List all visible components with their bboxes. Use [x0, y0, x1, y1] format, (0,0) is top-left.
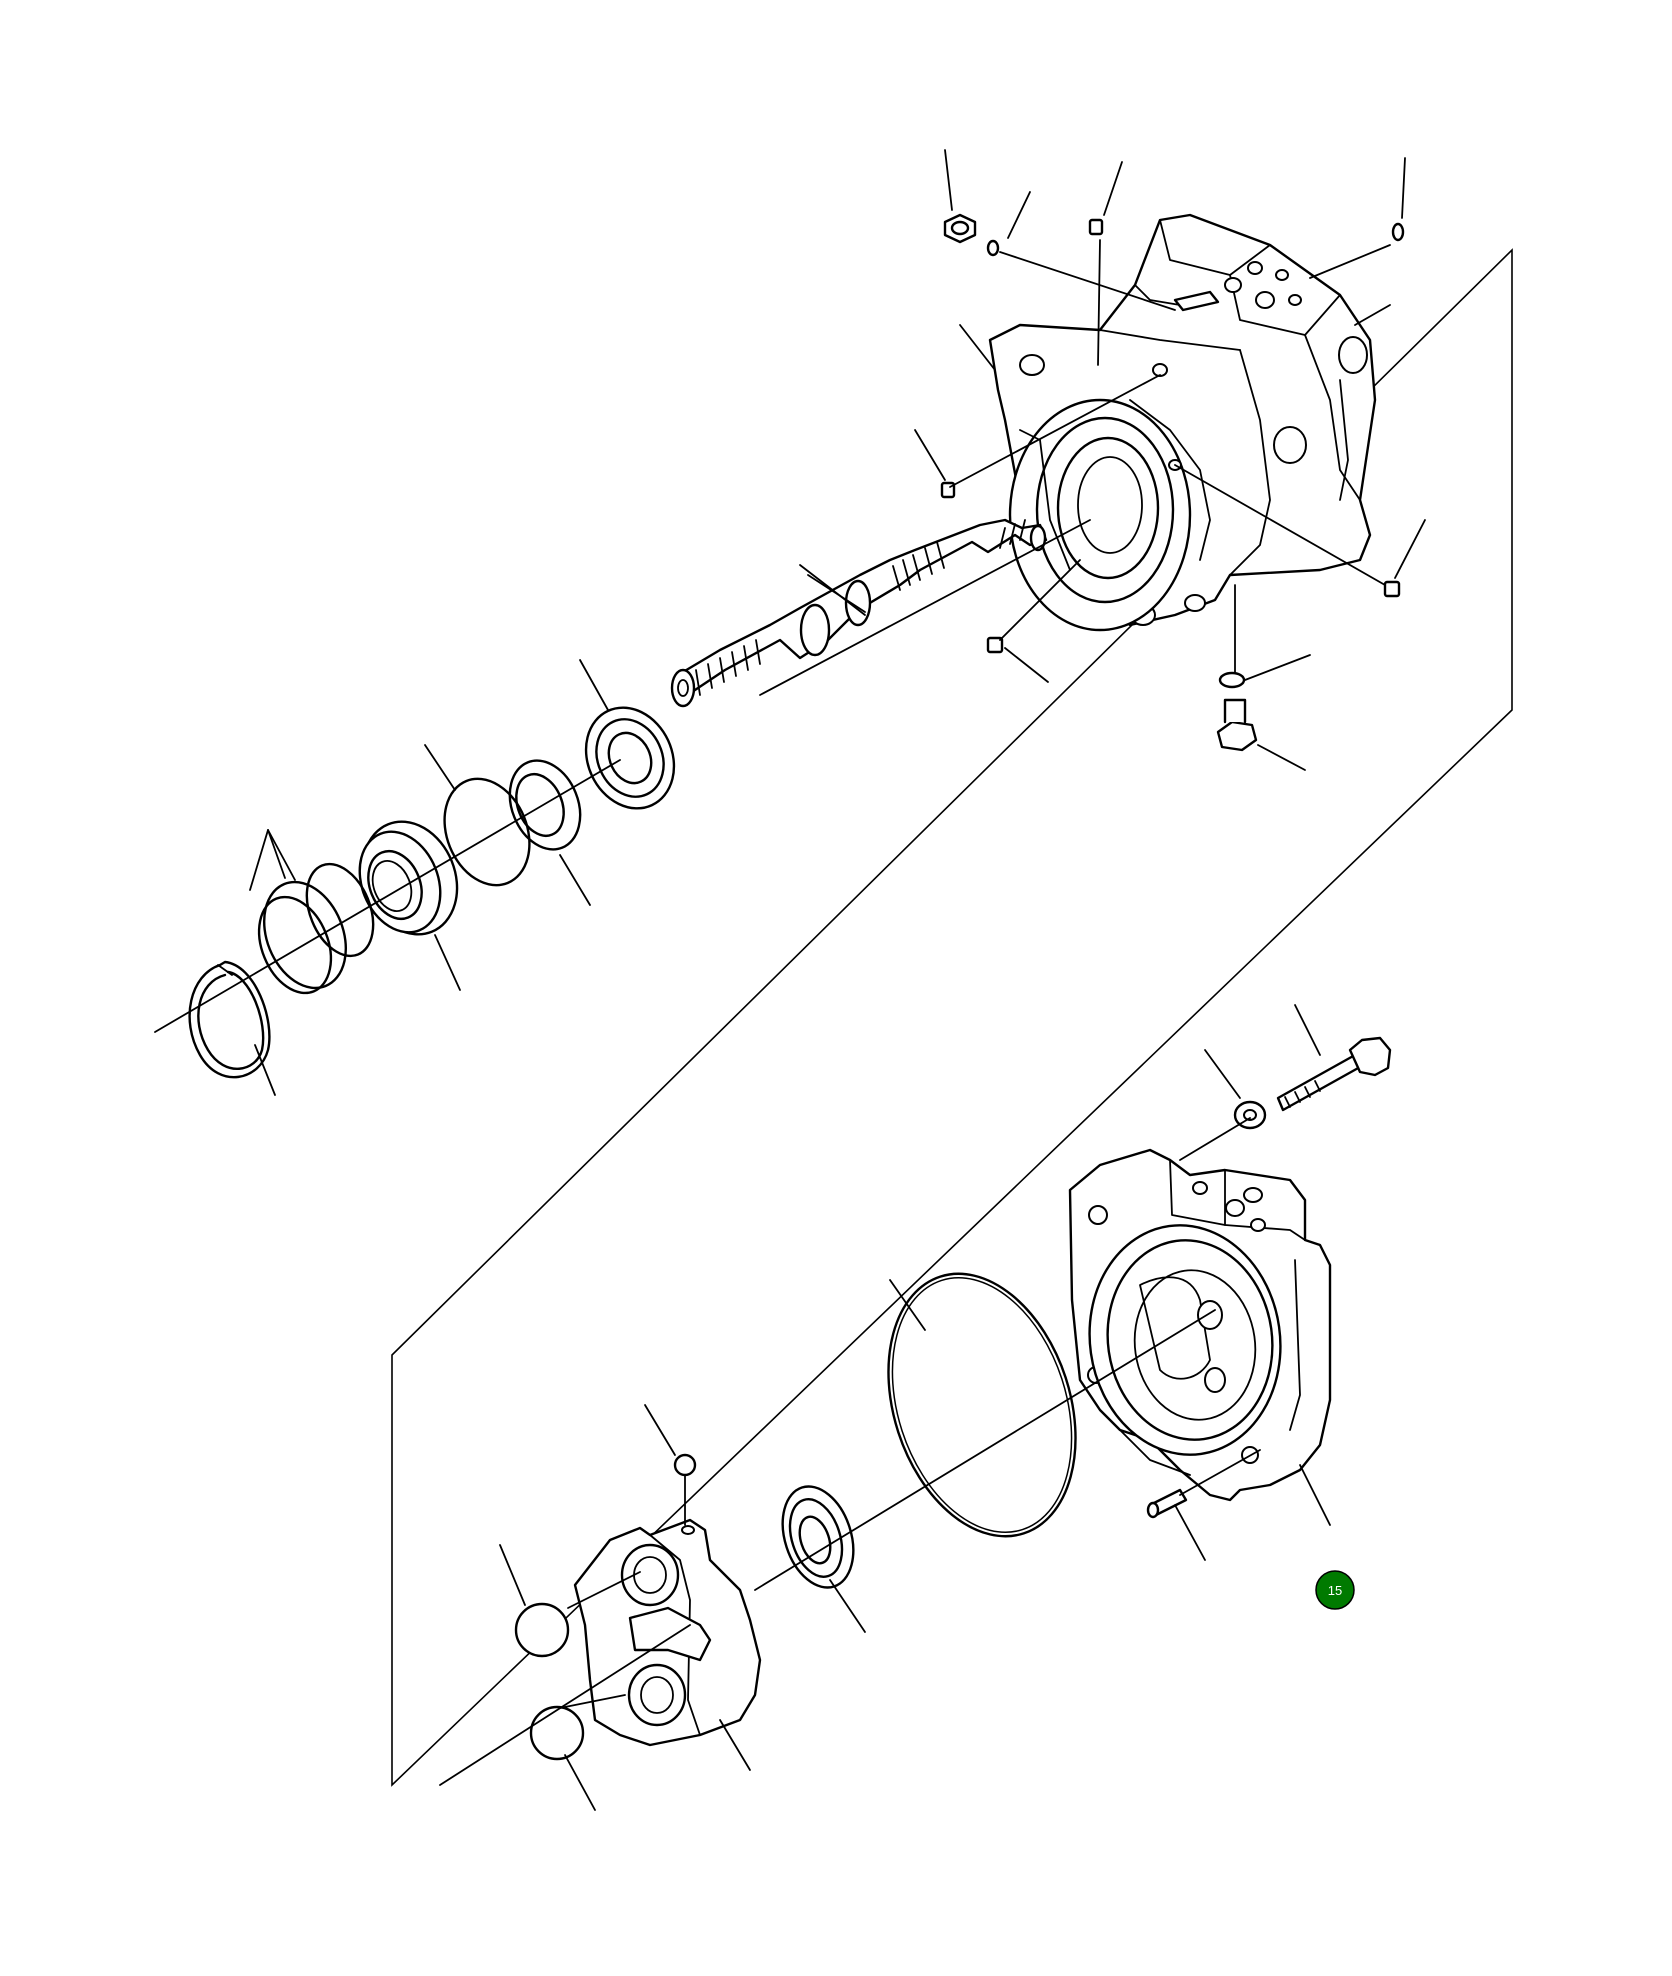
o-ring-large: [887, 1272, 1077, 1538]
steel-ball: [673, 1453, 697, 1477]
o-ring-small-3: [1218, 671, 1246, 689]
retaining-ring-pair: [257, 862, 375, 995]
rear-housing: [1068, 1148, 1332, 1502]
callout-badge-circle[interactable]: [1315, 1570, 1355, 1610]
oil-seal: [358, 820, 459, 936]
callout-badge[interactable]: 15: [1315, 1570, 1355, 1610]
assembly-frame: [391, 248, 1513, 1787]
drive-shaft: [670, 518, 1048, 708]
pump-housing: [988, 213, 1377, 632]
spacer-ring: [508, 759, 582, 851]
set-screw-1: [1088, 218, 1104, 236]
drain-plug: [1216, 698, 1258, 752]
valve-plate: [573, 1518, 762, 1747]
o-ring-large-inner: [891, 1276, 1073, 1534]
dowel-pin: [1146, 1488, 1188, 1519]
plug-bolt-top-left: [943, 213, 977, 244]
o-ring-small-1: [986, 239, 1000, 257]
plug-cap-upper: [514, 1602, 570, 1658]
ball-bearing-lower: [781, 1485, 855, 1589]
snap-ring: [188, 960, 271, 1079]
leader-lines: [154, 149, 1426, 1811]
set-screw-4: [1383, 580, 1401, 598]
hex-bolt: [1276, 1036, 1392, 1112]
o-ring-small-2: [1391, 222, 1405, 242]
ball-bearing-upper: [584, 706, 676, 810]
callout-badge-label: 15: [1328, 1583, 1342, 1598]
plug-cap-lower: [529, 1705, 585, 1761]
set-screw-3: [986, 636, 1004, 654]
